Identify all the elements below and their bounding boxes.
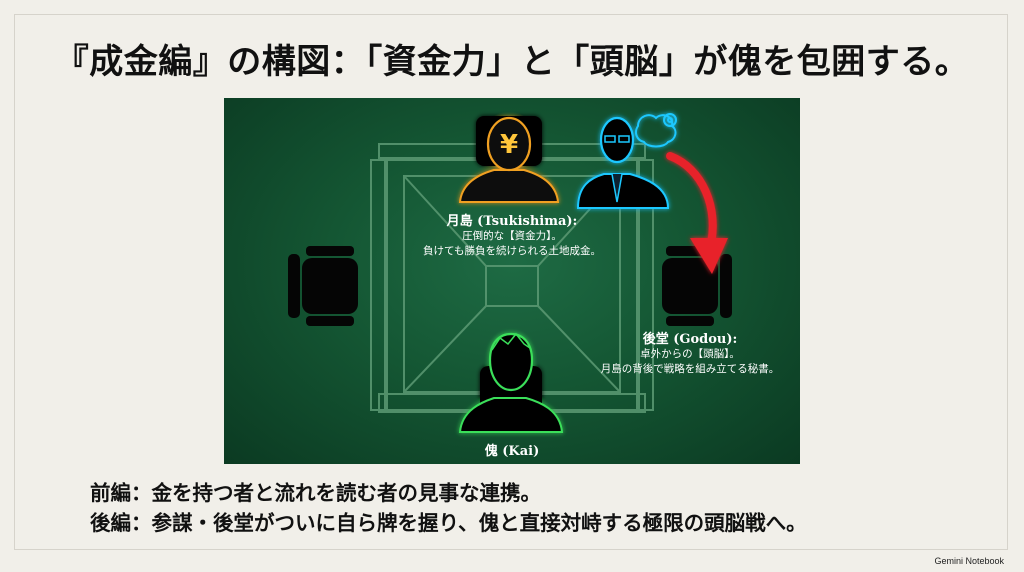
godou-desc-2: 月島の背後で戦略を組み立てる秘書。 bbox=[600, 363, 780, 375]
godou-name: 後堂 (Godou): bbox=[642, 332, 738, 347]
summary-line-2: 後編：参謀・後堂がついに自ら牌を握り、傀と直接対峙する極限の頭脳戦へ。 bbox=[90, 511, 807, 535]
slide-frame bbox=[14, 14, 1008, 550]
brain-gear-icon bbox=[635, 113, 677, 148]
tsukishima-name: 月島 (Tsukishima): bbox=[446, 214, 578, 229]
kai-figure bbox=[458, 332, 564, 433]
brand-watermark: Gemini Notebook bbox=[934, 556, 1004, 566]
empty-chair-left bbox=[288, 246, 358, 326]
tsukishima-figure: ¥ bbox=[458, 116, 560, 203]
tsukishima-desc-1: 圧倒的な【資金力】。 bbox=[462, 230, 562, 242]
tsukishima-desc-2: 負けても勝負を続けられる土地成金。 bbox=[423, 245, 601, 257]
slide-title: 『成金編』の構図：「資金力」と「頭脳」が傀を包囲する。 bbox=[54, 42, 970, 82]
mahjong-table-diagram: ¥ 月島 (Tsukishima): bbox=[224, 98, 800, 464]
godou-label: 後堂 (Godou): 卓外からの【頭脳】。 月島の背後で戦略を組み立てる秘書。 bbox=[590, 328, 790, 377]
godou-figure bbox=[576, 113, 677, 209]
summary-text: 前編：金を持つ者と流れを読む者の見事な連携。 後編：参謀・後堂がついに自ら牌を握… bbox=[90, 478, 807, 538]
empty-chair-right bbox=[662, 246, 732, 326]
godou-desc-1: 卓外からの【頭脳】。 bbox=[640, 348, 740, 360]
red-arrow bbox=[666, 152, 728, 274]
kai-label: 傀 (Kai) bbox=[462, 440, 562, 459]
summary-line-1: 前編：金を持つ者と流れを読む者の見事な連携。 bbox=[90, 481, 541, 505]
kai-name: 傀 (Kai) bbox=[484, 444, 540, 459]
table-drawing: ¥ bbox=[288, 113, 732, 433]
tsukishima-label: 月島 (Tsukishima): 圧倒的な【資金力】。 負けても勝負を続けられる… bbox=[412, 210, 612, 259]
yen-icon: ¥ bbox=[500, 130, 518, 160]
